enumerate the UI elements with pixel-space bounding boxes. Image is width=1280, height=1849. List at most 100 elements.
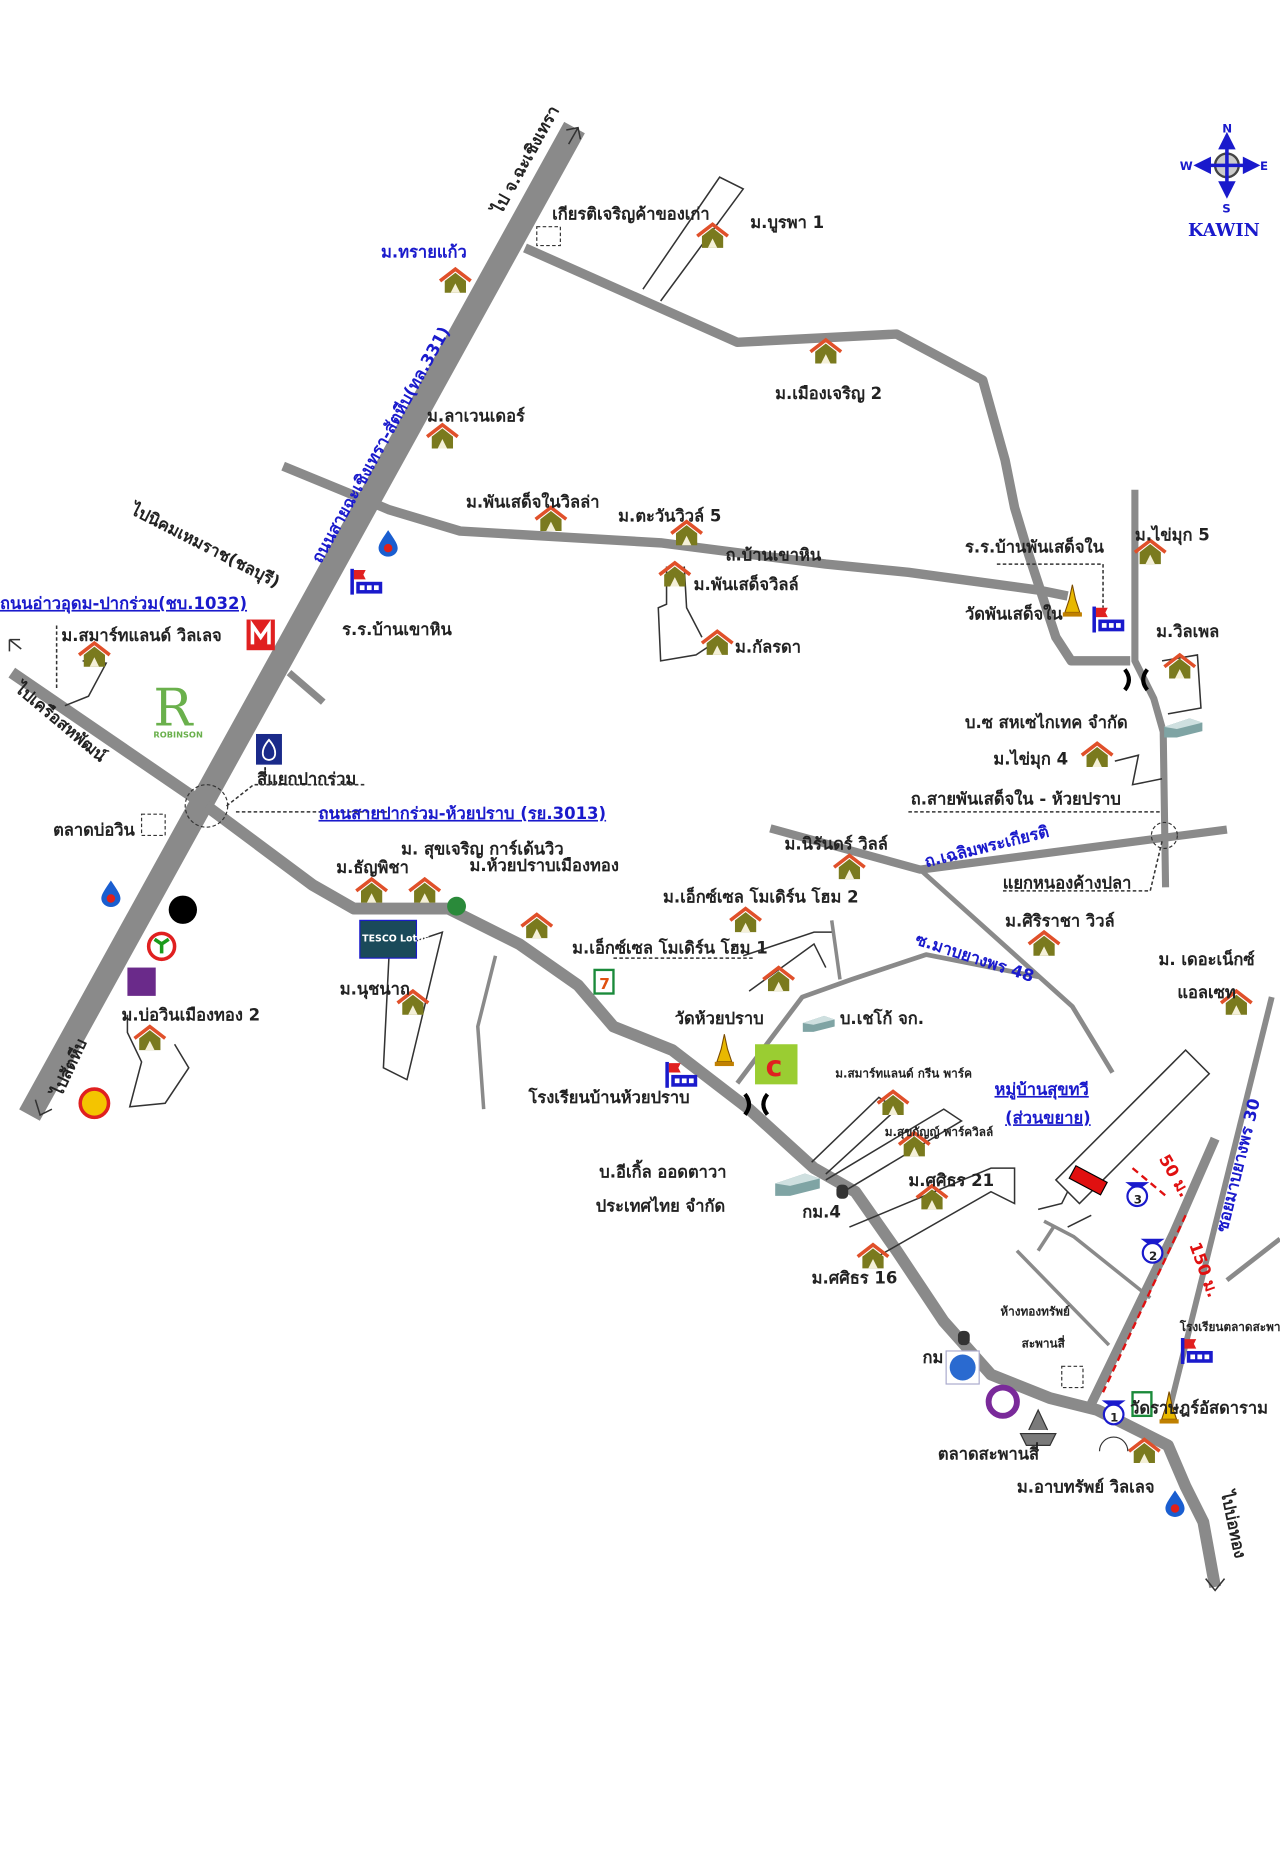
gas-station-icon[interactable] xyxy=(101,880,121,908)
label-saphan-market: ตลาดสะพานสี่ xyxy=(938,1442,1040,1464)
label-phan-ville: ม.พันเสด็จวิลล์ xyxy=(694,573,799,594)
label-kiat-charoen: เกียรติเจริญค้าของเก่า xyxy=(552,205,710,225)
house-icon[interactable] xyxy=(1162,653,1197,681)
seven-eleven-label: 7 xyxy=(599,975,610,993)
label-gold-shop: ห้างทองทรัพย์ xyxy=(1000,1305,1070,1319)
school-icon[interactable] xyxy=(1092,606,1125,633)
label-sai-kaew: ม.ทรายแก้ว xyxy=(381,242,467,261)
distance-line xyxy=(1101,1167,1187,1393)
label-suk-thawi[interactable]: หมู่บ้านสุขทวี xyxy=(995,1080,1089,1101)
bridge-icon[interactable] xyxy=(1125,669,1147,689)
nong-khang-pla-intersection[interactable] xyxy=(1150,821,1178,849)
house-icon[interactable] xyxy=(425,423,460,451)
house-icon[interactable] xyxy=(438,267,473,295)
robinson-label: ROBINSON xyxy=(153,730,203,740)
label-excel2: ม.เอ็กซ์เซล โมเดิร์น โฮม 2 xyxy=(663,886,859,907)
house-icon[interactable] xyxy=(855,1243,891,1271)
label-smartland: ม.สมาร์ทแลนด์ วิลเลจ xyxy=(61,626,221,645)
temple-icon[interactable] xyxy=(714,1033,735,1067)
label-the-next-2: แอลเซท xyxy=(1177,983,1235,1002)
pak-ruam-road-label[interactable]: ถนนสายปากร่วม-ห้วยปราบ (รย.3013) xyxy=(319,804,607,823)
label-siracha: ม.ศิริราชา วิวล์ xyxy=(1005,911,1114,930)
phan-sadet-road-label: ถ.สายพันเสด็จใน - ห้วยปราบ xyxy=(911,788,1121,809)
label-khaimuk5: ม.ไข่มุก 5 xyxy=(1135,525,1210,546)
big-c-icon[interactable] xyxy=(755,1044,798,1085)
factory-icon[interactable] xyxy=(802,1015,835,1032)
shell-icon[interactable] xyxy=(78,1087,111,1120)
soi-48-road xyxy=(735,952,1040,1085)
to-bo-thong-label: ไปบ่อทอง xyxy=(1217,1487,1251,1560)
label-phan-villa: ม.พันเสด็จในวิลล่า xyxy=(466,490,599,511)
place-labels: ม.ทรายแก้ว เกียรติเจริญค้าของเก่า ม.บูรพ… xyxy=(53,205,1280,1497)
big-c-letter: c xyxy=(766,1050,783,1083)
right-vertical-road xyxy=(1131,489,1170,888)
small-road-1 xyxy=(829,920,842,980)
police-icon[interactable] xyxy=(447,896,466,916)
seven-eleven-icon-2[interactable] xyxy=(1131,1391,1153,1418)
target-plot[interactable] xyxy=(1068,1164,1108,1196)
label-arbsap: ม.อาบทรัพย์ วิลเลจ xyxy=(1017,1478,1155,1497)
temple-icon[interactable] xyxy=(1062,584,1083,618)
scb-bank-icon[interactable] xyxy=(127,967,156,996)
label-huai-prap-mt: ม.ห้วยปราบเมืองทอง xyxy=(470,856,619,875)
krungsri-icon[interactable] xyxy=(168,895,198,924)
km-post-icon xyxy=(957,1330,970,1346)
label-tawan: ม.ตะวันวิวล์ 5 xyxy=(618,507,721,526)
u-turn-icon xyxy=(949,1354,976,1381)
school-icon[interactable] xyxy=(350,568,383,595)
label-sahacity: บ.ซ สหเซไกเทค จำกัด xyxy=(965,712,1128,732)
bank-icon[interactable] xyxy=(985,1384,1020,1419)
house-icon[interactable] xyxy=(808,338,843,366)
label-excel1: ม.เอ็กซ์เซล โมเดิร์น โฮม 1 xyxy=(572,936,768,957)
compass-w: W xyxy=(1180,159,1193,173)
gas-station-icon[interactable] xyxy=(1165,1490,1185,1517)
label-thanpicha: ม.ธัญพิชา xyxy=(336,858,409,878)
house-icon[interactable] xyxy=(875,1089,911,1117)
saha-road xyxy=(8,667,210,811)
tesco-lotus-icon[interactable] xyxy=(359,919,418,959)
compass-e: E xyxy=(1260,159,1268,173)
label-bo-win-mt2: ม.บ่อวินเมืองทอง 2 xyxy=(122,1006,261,1025)
to-hemaraj-label: ไปนิคมเหมราช(ชลบุรี) xyxy=(126,498,284,592)
to-saha-label: ไปเครือสหพัฒน์ xyxy=(10,677,111,766)
label-pak-ruam: สี่แยกปากร่วม xyxy=(257,767,356,789)
label-the-next: ม. เดอะเน็กซ์ xyxy=(1158,948,1254,969)
label-lavender: ม.ลาเวนเดอร์ xyxy=(427,406,525,425)
marker-3-label: 3 xyxy=(1134,1193,1142,1207)
house-icon[interactable] xyxy=(354,877,389,905)
local-road-3 xyxy=(1036,1226,1055,1252)
house-icon[interactable] xyxy=(832,853,867,881)
house-icon[interactable] xyxy=(1026,930,1062,958)
marker-1-label: 1 xyxy=(1110,1411,1118,1425)
highway-331 xyxy=(19,121,585,1121)
makro-m-icon xyxy=(250,619,271,645)
label-smart-green: ม.สมาร์ทแลนด์ กรีน พาร์ค xyxy=(835,1066,972,1080)
factory-icon[interactable] xyxy=(775,1173,820,1196)
label-km4: กม.4 xyxy=(802,1203,841,1222)
compass-rose: N S E W KAWIN xyxy=(1180,121,1268,241)
label-suk-thawi-2[interactable]: (ส่วนขยาย) xyxy=(1005,1108,1091,1127)
ao-udom-road-label[interactable]: ถนนอ่าวอุดม-ปากร่วม(ชบ.1032) xyxy=(0,594,247,614)
house-icon[interactable] xyxy=(728,906,763,934)
house-icon[interactable] xyxy=(407,877,442,905)
label-bo-win-market: ตลาดบ่อวิน xyxy=(53,820,135,839)
house-icon[interactable] xyxy=(519,912,554,940)
house-icon[interactable] xyxy=(700,629,735,657)
label-nong-khang-pla: แยกหนองค้างปลา xyxy=(1003,874,1132,893)
market-icon[interactable] xyxy=(1019,1408,1057,1446)
house-icon[interactable] xyxy=(132,1024,167,1052)
label-huai-prap-school: โรงเรียนบ้านห้วยปราบ xyxy=(528,1087,690,1107)
label-kanlada: ม.กัลรดา xyxy=(735,638,801,657)
label-km: กม xyxy=(923,1348,944,1367)
seven-eleven-icon[interactable] xyxy=(593,968,615,995)
label-burapha: ม.บูรพา 1 xyxy=(750,213,824,234)
factory-icon[interactable] xyxy=(1164,718,1203,738)
route-markers: 3 2 1 xyxy=(1100,1180,1166,1426)
local-road-1 xyxy=(1015,1249,1111,1347)
house-icon[interactable] xyxy=(761,965,796,993)
arch-icon xyxy=(1098,1436,1129,1452)
house-icon[interactable] xyxy=(1080,741,1115,769)
gas-station-icon[interactable] xyxy=(378,530,398,557)
robinson-r-icon[interactable]: R xyxy=(153,679,194,739)
